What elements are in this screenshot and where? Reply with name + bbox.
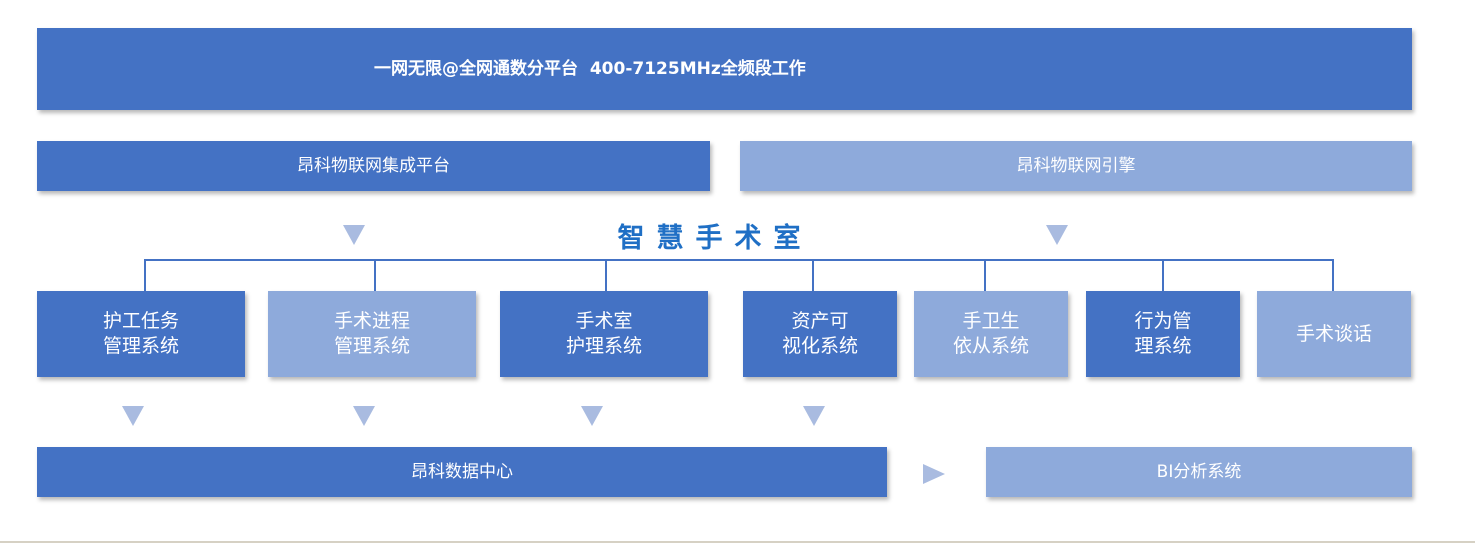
header-banner: 一网无限@全网通数分平台 400-7125MHz全频段工作: [37, 28, 1412, 110]
system-line2: 管理系统: [333, 335, 410, 357]
system-line1: 手术进程: [333, 310, 410, 333]
system-box-surgery-progress: 手术进程管理系统: [268, 291, 476, 377]
connector-line: [812, 259, 814, 291]
bi-system-box: BI分析系统: [986, 447, 1412, 497]
system-line2: 理系统: [1134, 335, 1192, 357]
system-line1: 手术室: [575, 310, 633, 333]
system-box-nursing-task: 护工任务管理系统: [37, 291, 245, 377]
connector-line: [984, 259, 986, 291]
integration-platform-box: 昂科物联网集成平台: [37, 141, 710, 191]
center-title: 智慧手术室: [617, 223, 813, 254]
arrow-right-icon: [923, 464, 945, 484]
system-box-or-nursing: 手术室护理系统: [500, 291, 708, 377]
system-box-asset-visualization: 资产可视化系统: [743, 291, 897, 377]
connector-line: [374, 259, 376, 291]
system-line1: 手卫生: [962, 310, 1020, 333]
connector-line: [1162, 259, 1164, 291]
bi-system-label: BI分析系统: [1156, 461, 1242, 482]
connector-line: [1332, 259, 1334, 291]
system-box-behavior-management: 行为管理系统: [1086, 291, 1240, 377]
data-center-label: 昂科数据中心: [411, 461, 513, 482]
integration-platform-label: 昂科物联网集成平台: [297, 155, 450, 176]
system-line2: 依从系统: [952, 335, 1029, 357]
data-center-box: 昂科数据中心: [37, 447, 887, 497]
system-line1: 手术谈话: [1295, 322, 1372, 345]
connector-horizontal-line: [144, 259, 1333, 261]
arrow-down-icon: [581, 406, 603, 426]
arrow-down-icon: [803, 406, 825, 426]
header-title: 一网无限@全网通数分平台 400-7125MHz全频段工作: [374, 58, 806, 79]
arrow-down-icon: [1046, 225, 1068, 245]
system-line2: 视化系统: [781, 335, 858, 357]
iot-engine-box: 昂科物联网引擎: [740, 141, 1412, 191]
arrow-down-icon: [353, 406, 375, 426]
system-box-hand-hygiene: 手卫生依从系统: [914, 291, 1068, 377]
connector-line: [144, 259, 146, 291]
system-line2: 管理系统: [102, 335, 179, 357]
system-box-surgery-talk: 手术谈话: [1257, 291, 1411, 377]
system-line1: 行为管: [1134, 310, 1192, 333]
system-line2: 护理系统: [565, 335, 642, 357]
arrow-down-icon: [343, 225, 365, 245]
iot-engine-label: 昂科物联网引擎: [1016, 155, 1136, 176]
system-line1: 护工任务: [102, 310, 179, 333]
arrow-down-icon: [122, 406, 144, 426]
connector-line: [605, 259, 607, 291]
footer-divider: [0, 541, 1475, 543]
system-line1: 资产可: [791, 310, 849, 333]
